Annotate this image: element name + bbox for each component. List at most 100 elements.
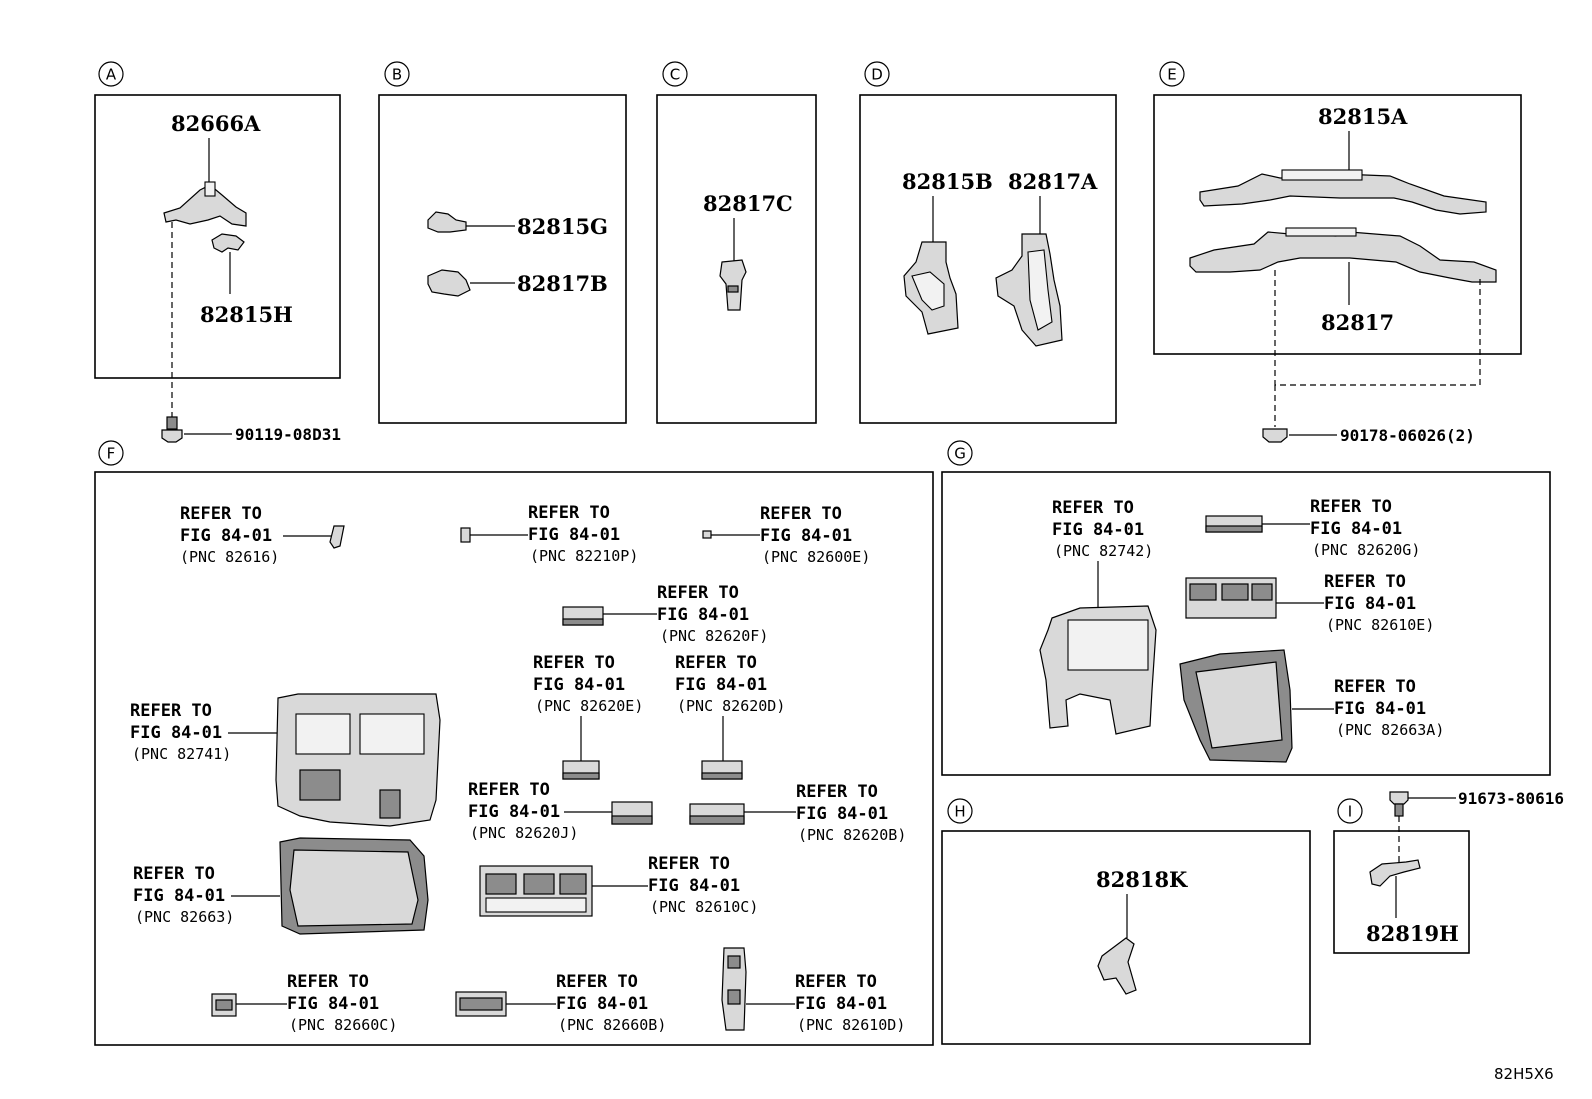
svg-text:FIG 84-01: FIG 84-01 — [1310, 519, 1402, 539]
svg-text:82817: 82817 — [1321, 310, 1394, 335]
svg-text:REFER TO: REFER TO — [287, 972, 369, 992]
svg-text:REFER TO: REFER TO — [180, 504, 262, 524]
svg-text:FIG 84-01: FIG 84-01 — [180, 526, 272, 546]
section-marker-f: F — [98, 440, 124, 466]
part-82666A[interactable]: 82666A — [163, 111, 261, 227]
refer-82620F[interactable]: REFER TO FIG 84-01 (PNC 82620F) — [562, 583, 768, 645]
refer-82616[interactable]: REFER TO FIG 84-01 (PNC 82616) — [180, 504, 345, 566]
svg-text:E: E — [1167, 66, 1176, 84]
svg-text:82666A: 82666A — [171, 111, 261, 136]
section-d-frame — [859, 94, 1117, 424]
part-82815G[interactable]: 82815G — [427, 211, 608, 239]
svg-text:REFER TO: REFER TO — [133, 864, 215, 884]
svg-text:REFER TO: REFER TO — [528, 503, 610, 523]
svg-text:90178-06026(2): 90178-06026(2) — [1340, 426, 1475, 445]
svg-text:FIG 84-01: FIG 84-01 — [556, 994, 648, 1014]
svg-text:I: I — [1348, 803, 1352, 821]
svg-text:82815G: 82815G — [517, 214, 608, 239]
fastener-90119-08D31[interactable]: 90119-08D31 — [161, 416, 341, 444]
refer-82620J[interactable]: REFER TO FIG 84-01 (PNC 82620J) — [468, 780, 653, 842]
section-marker-a: A — [98, 61, 124, 87]
svg-text:82815H: 82815H — [200, 302, 293, 327]
refer-82660C[interactable]: REFER TO FIG 84-01 (PNC 82660C) — [211, 972, 397, 1034]
svg-text:FIG 84-01: FIG 84-01 — [795, 994, 887, 1014]
svg-text:FIG 84-01: FIG 84-01 — [648, 876, 740, 896]
svg-text:D: D — [871, 66, 883, 84]
section-marker-e: E — [1159, 61, 1185, 87]
svg-text:REFER TO: REFER TO — [796, 782, 878, 802]
svg-text:H: H — [954, 803, 965, 821]
svg-text:FIG 84-01: FIG 84-01 — [528, 525, 620, 545]
refer-82600E[interactable]: REFER TO FIG 84-01 (PNC 82600E) — [702, 504, 870, 566]
refer-82660B[interactable]: REFER TO FIG 84-01 (PNC 82660B) — [455, 972, 666, 1034]
refer-82620G[interactable]: REFER TO FIG 84-01 (PNC 82620G) — [1205, 497, 1420, 559]
svg-text:(PNC 82660C): (PNC 82660C) — [289, 1016, 397, 1034]
svg-text:REFER TO: REFER TO — [130, 701, 212, 721]
part-82815H[interactable]: 82815H — [200, 233, 293, 327]
svg-text:FIG 84-01: FIG 84-01 — [760, 526, 852, 546]
part-82819H[interactable]: 82819H — [1366, 859, 1459, 946]
svg-text:(PNC 82610E): (PNC 82610E) — [1326, 616, 1434, 634]
refer-82610C[interactable]: REFER TO FIG 84-01 (PNC 82610C) — [479, 854, 758, 917]
svg-text:82819H: 82819H — [1366, 921, 1459, 946]
section-g-frame — [941, 471, 1551, 776]
section-c-frame — [656, 94, 817, 424]
refer-82663[interactable]: REFER TO FIG 84-01 (PNC 82663) — [133, 837, 429, 935]
svg-text:FIG 84-01: FIG 84-01 — [130, 723, 222, 743]
part-82815A[interactable]: 82815A — [1199, 104, 1487, 215]
part-82815B[interactable]: 82815B — [902, 169, 993, 335]
svg-text:REFER TO: REFER TO — [760, 504, 842, 524]
svg-text:(PNC 82600E): (PNC 82600E) — [762, 548, 870, 566]
refer-82742[interactable]: REFER TO FIG 84-01 (PNC 82742) — [1039, 498, 1157, 735]
svg-text:REFER TO: REFER TO — [1310, 497, 1392, 517]
refer-82610D[interactable]: REFER TO FIG 84-01 (PNC 82610D) — [721, 947, 905, 1034]
svg-text:FIG 84-01: FIG 84-01 — [675, 675, 767, 695]
svg-text:B: B — [392, 66, 402, 84]
svg-text:82818K: 82818K — [1096, 867, 1188, 892]
svg-text:(PNC 82620D): (PNC 82620D) — [677, 697, 785, 715]
section-marker-h: H — [947, 798, 973, 824]
svg-text:FIG 84-01: FIG 84-01 — [287, 994, 379, 1014]
svg-text:FIG 84-01: FIG 84-01 — [1052, 520, 1144, 540]
svg-text:FIG 84-01: FIG 84-01 — [533, 675, 625, 695]
section-marker-c: C — [662, 61, 688, 87]
refer-82663A[interactable]: REFER TO FIG 84-01 (PNC 82663A) — [1179, 649, 1444, 763]
refer-82620E[interactable]: REFER TO FIG 84-01 (PNC 82620E) — [533, 653, 643, 780]
svg-text:91673-80616: 91673-80616 — [1458, 789, 1564, 808]
section-marker-b: B — [384, 61, 410, 87]
part-82817A[interactable]: 82817A — [995, 169, 1098, 347]
part-82817B[interactable]: 82817B — [427, 269, 608, 297]
svg-text:REFER TO: REFER TO — [648, 854, 730, 874]
section-e-frame — [1153, 94, 1522, 355]
section-marker-i: I — [1337, 798, 1363, 824]
svg-text:FIG 84-01: FIG 84-01 — [1334, 699, 1426, 719]
svg-text:(PNC 82620F): (PNC 82620F) — [660, 627, 768, 645]
refer-82610E[interactable]: REFER TO FIG 84-01 (PNC 82610E) — [1185, 572, 1434, 634]
fastener-91673-80616[interactable]: 91673-80616 — [1389, 789, 1564, 817]
svg-text:REFER TO: REFER TO — [533, 653, 615, 673]
svg-text:(PNC 82620J): (PNC 82620J) — [470, 824, 578, 842]
section-f-frame — [94, 471, 934, 1046]
svg-text:A: A — [106, 66, 117, 84]
svg-text:REFER TO: REFER TO — [1324, 572, 1406, 592]
refer-82620B[interactable]: REFER TO FIG 84-01 (PNC 82620B) — [689, 782, 906, 844]
part-82818K[interactable]: 82818K — [1096, 867, 1188, 995]
fastener-90178-06026[interactable]: 90178-06026(2) — [1262, 426, 1475, 445]
section-a-frame — [94, 94, 341, 379]
part-82817C[interactable]: 82817C — [703, 191, 793, 311]
svg-text:(PNC 82742): (PNC 82742) — [1054, 542, 1153, 560]
refer-82620D[interactable]: REFER TO FIG 84-01 (PNC 82620D) — [675, 653, 785, 780]
svg-text:(PNC 82210P): (PNC 82210P) — [530, 547, 638, 565]
svg-text:FIG 84-01: FIG 84-01 — [133, 886, 225, 906]
section-i-frame — [1333, 830, 1470, 954]
refer-82210P[interactable]: REFER TO FIG 84-01 (PNC 82210P) — [460, 503, 638, 565]
svg-text:82815A: 82815A — [1318, 104, 1408, 129]
refer-82741[interactable]: REFER TO FIG 84-01 (PNC 82741) — [130, 693, 441, 827]
part-82817[interactable]: 82817 — [1189, 227, 1497, 335]
svg-text:REFER TO: REFER TO — [556, 972, 638, 992]
svg-text:REFER TO: REFER TO — [675, 653, 757, 673]
svg-text:(PNC 82663A): (PNC 82663A) — [1336, 721, 1444, 739]
svg-text:(PNC 82620E): (PNC 82620E) — [535, 697, 643, 715]
